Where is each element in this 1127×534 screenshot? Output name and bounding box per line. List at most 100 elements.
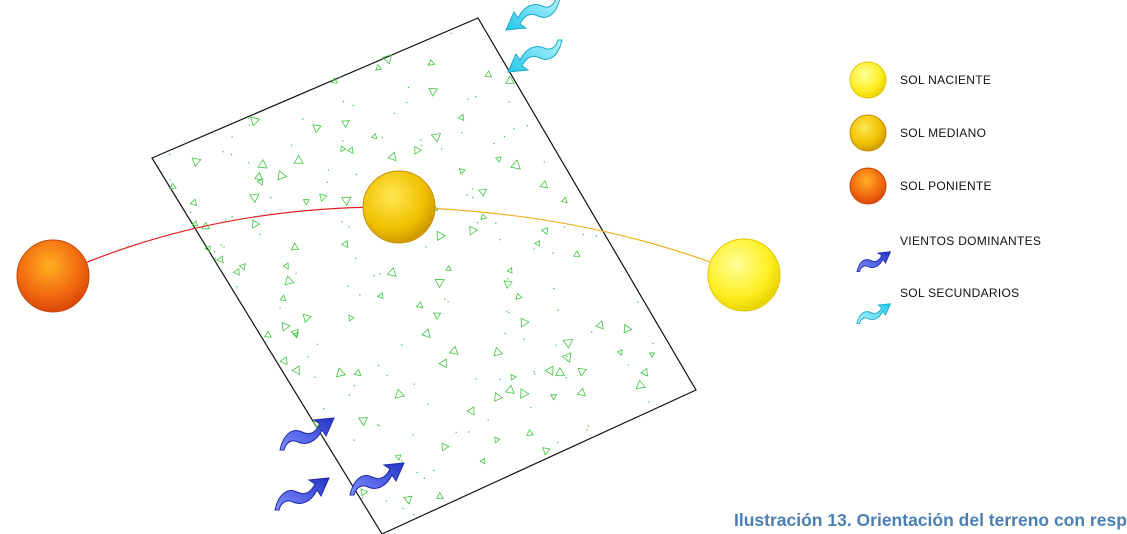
hatch-triangle (544, 365, 554, 376)
hatch-triangle (448, 345, 459, 355)
sun-path-west (54, 206, 400, 277)
hatch-triangle (562, 339, 574, 349)
hatch-dot (543, 161, 545, 163)
hatch-dot (565, 377, 567, 379)
hatch-dot (506, 310, 508, 312)
hatch-triangle (292, 332, 299, 339)
hatch-triangle (340, 196, 352, 207)
hatch-triangle (394, 454, 402, 461)
hatch-dot (637, 301, 639, 303)
hatch-triangle (444, 265, 452, 272)
hatch-triangle (494, 392, 503, 402)
hatch-dot (406, 102, 408, 104)
hatch-triangle (550, 394, 558, 401)
hatch-dot (582, 233, 584, 236)
hatch-dot (248, 124, 250, 126)
hatch-dot (468, 431, 470, 433)
hatch-dot (348, 394, 351, 396)
hatch-triangle (249, 193, 260, 204)
hatch-triangle (438, 358, 447, 369)
hatch-dot (347, 285, 349, 287)
hatch-dot (493, 142, 495, 145)
hatch-triangle (436, 230, 447, 242)
hatch-dot (342, 140, 344, 142)
hatch-triangle (375, 64, 383, 71)
hatch-dot (461, 132, 463, 134)
hatch-dot (348, 226, 350, 228)
hatch-dot (533, 371, 535, 373)
hatch-dot (526, 125, 528, 127)
hatch-dot (595, 235, 598, 237)
site-orientation-diagram: SOL NACIENTE SOL MEDIANO SOL PONIENTE VI… (16, 0, 1041, 534)
hatch-dot (587, 425, 590, 427)
hatch-triangle (293, 154, 304, 164)
hatch-dot (534, 373, 536, 375)
hatch-triangle (257, 159, 268, 169)
hatch-dot (508, 312, 510, 314)
hatch-triangle (554, 366, 566, 377)
hatch-dot (225, 219, 227, 221)
hatch-dot (499, 239, 501, 241)
hatch-triangle (466, 406, 475, 416)
legend: SOL NACIENTE SOL MEDIANO SOL PONIENTE VI… (849, 61, 1041, 325)
hatch-triangle (232, 267, 240, 276)
hatch-dot (413, 383, 415, 385)
hatch-dot (553, 287, 555, 290)
hatch-dot (259, 233, 261, 236)
hatch-dot (295, 272, 297, 274)
legend-sol-naciente-icon (849, 61, 887, 99)
sol-naciente-sun (707, 238, 781, 312)
hatch-triangle (346, 146, 354, 154)
hatch-triangle (560, 196, 568, 204)
hatch-triangle (340, 239, 349, 249)
hatch-dot (230, 154, 233, 156)
hatch-dot (279, 307, 281, 309)
hatch-dot (471, 188, 474, 190)
hatch-dot (339, 76, 341, 79)
sol-mediano-sun (362, 170, 436, 244)
sol-secundarios-arrow (507, 39, 563, 73)
hatch-triangle (252, 219, 261, 229)
hatch-triangle (191, 157, 202, 168)
hatch-triangle (169, 182, 177, 190)
hatch-dot (342, 100, 345, 103)
hatch-triangle (484, 70, 493, 78)
hatch-triangle (279, 294, 287, 302)
hatch-dot (487, 419, 489, 421)
hatch-triangle (435, 491, 445, 499)
hatch-dot (466, 194, 468, 196)
hatch-triangle (312, 124, 322, 134)
sun-path-east (398, 206, 745, 276)
legend-sol-secundarios-label: SOL SECUNDARIOS (900, 286, 1019, 300)
hatch-dot (236, 285, 238, 288)
hatch-dot (248, 162, 250, 164)
hatch-dot (503, 136, 506, 138)
hatch-dot (420, 139, 422, 141)
hatch-triangle (191, 220, 199, 227)
hatch-triangle (386, 267, 397, 277)
legend-vientos-dominantes-label: VIENTOS DOMINANTES (900, 234, 1041, 248)
hatch-triangle (340, 145, 347, 153)
hatch-triangle (256, 178, 264, 186)
hatch-dot (563, 226, 566, 228)
hatch-dot (402, 507, 404, 510)
hatch-triangle (282, 262, 289, 270)
hatch-dot (316, 343, 319, 345)
hatch-dot (447, 301, 449, 303)
hatch-dot (507, 278, 509, 280)
hatch-triangle (539, 180, 549, 189)
hatch-dot (513, 128, 515, 130)
hatch-dot (433, 469, 435, 472)
hatch-dot (327, 169, 330, 171)
legend-sol-secundarios-icon (856, 303, 891, 325)
hatch-dot (214, 251, 216, 253)
hatch-dot (307, 356, 309, 358)
hatch-triangle (376, 291, 384, 300)
hatch-dot (270, 196, 272, 199)
hatch-triangle (433, 312, 442, 320)
hatch-dot (359, 294, 361, 296)
hatch-dot (231, 136, 233, 138)
hatch-triangle (572, 250, 581, 257)
hatch-dot (627, 364, 630, 366)
hatch-triangle (479, 457, 486, 465)
